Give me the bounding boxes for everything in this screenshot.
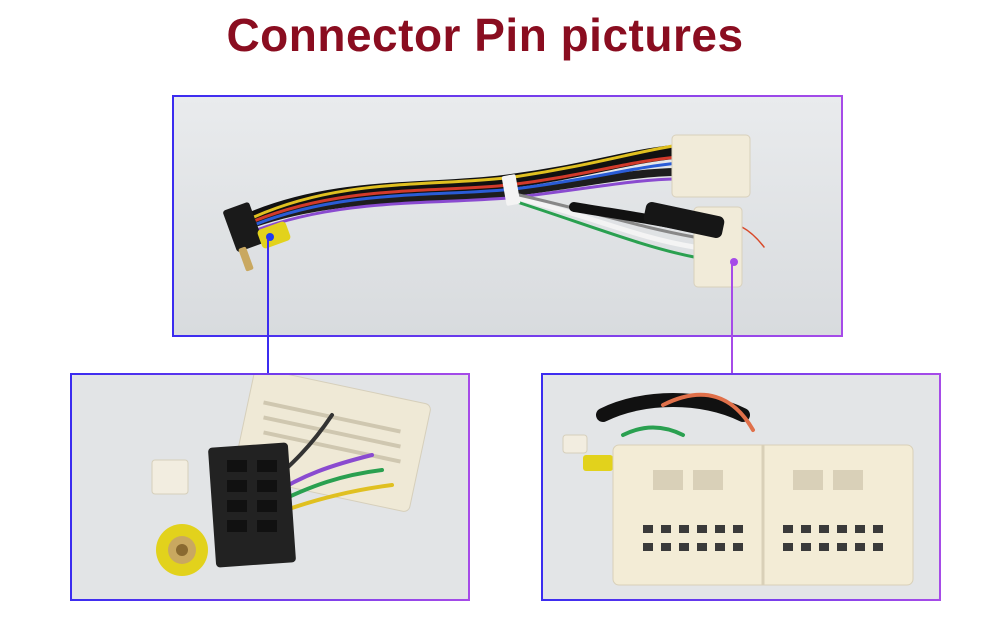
- vehicle-plug-illustration: [543, 375, 939, 599]
- head-unit-plug-illustration: [72, 375, 468, 599]
- harness-illustration: [174, 97, 841, 335]
- full-harness-photo: [172, 95, 843, 337]
- page-title: Connector Pin pictures: [226, 9, 744, 61]
- vehicle-plug-photo: [541, 373, 941, 601]
- head-unit-plug-photo: [70, 373, 470, 601]
